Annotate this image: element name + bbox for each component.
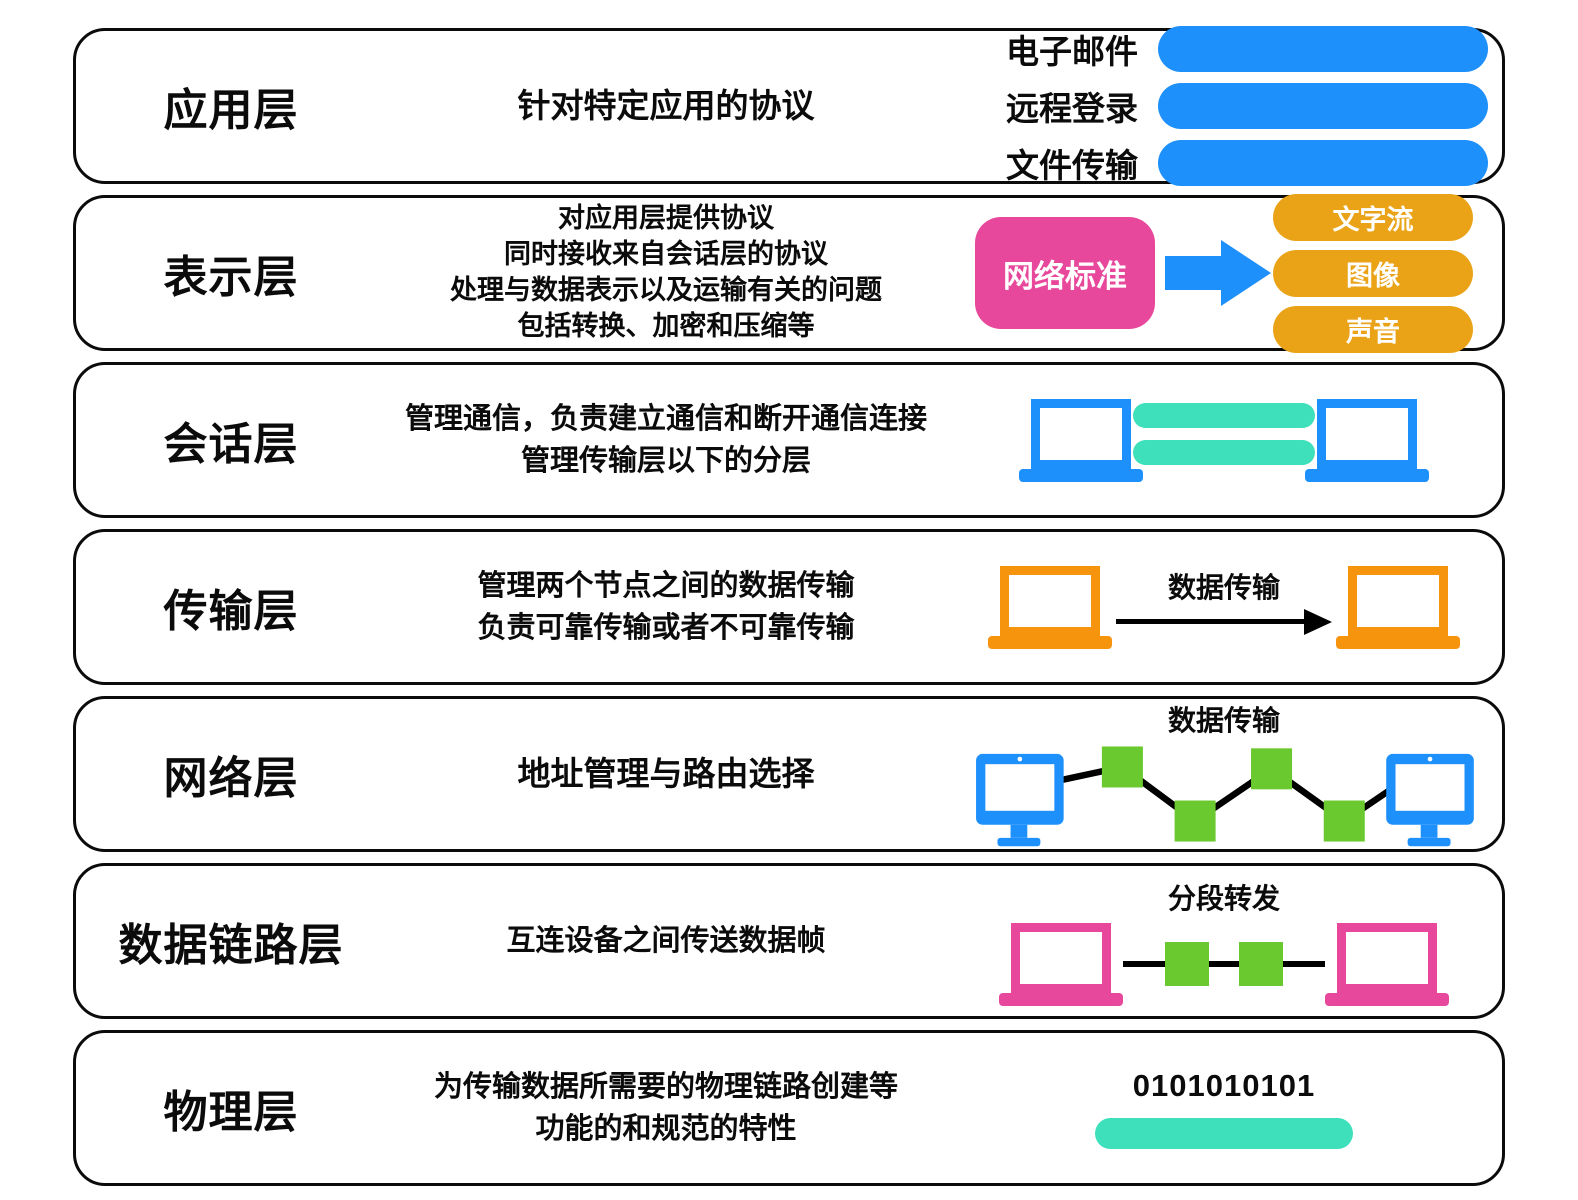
layer-desc-network: 地址管理与路由选择	[517, 755, 815, 793]
desc-line: 负责可靠传输或者不可靠传输	[477, 612, 855, 644]
network-route-icon	[976, 746, 1474, 847]
desc-line: 包括转换、加密和压缩等	[517, 310, 815, 341]
link-line	[1283, 961, 1325, 967]
transport-graphic: 数据传输	[946, 532, 1502, 682]
protocol-label-remote-login: 远程登录	[1006, 90, 1138, 127]
desc-line: 为传输数据所需要的物理链路创建等	[433, 1070, 898, 1103]
layer-row-application: 应用层 针对特定应用的协议 电子邮件 远程登录 文件传输	[73, 26, 1505, 186]
laptop-icon	[1336, 565, 1460, 649]
layer-name-transport: 传输层	[163, 587, 299, 636]
physical-link-bar-icon	[1095, 1117, 1353, 1149]
datalink-forward-label: 分段转发	[1167, 882, 1280, 914]
laptop-icon	[1325, 922, 1449, 1006]
physical-graphic: 0101010101	[946, 1033, 1502, 1183]
protocol-row-remote-login: 远程登录	[1006, 82, 1488, 130]
desc-line: 处理与数据表示以及运输有关的问题	[450, 275, 882, 305]
target-pill-sound: 声音	[1273, 305, 1473, 353]
frame-square-icon	[1165, 942, 1209, 986]
network-graphic: 数据传输	[946, 699, 1502, 849]
layer-name-physical: 物理层	[163, 1088, 299, 1137]
layer-row-datalink: 数据链路层 互连设备之间传送数据帧 分段转发	[73, 863, 1505, 1019]
desc-line: 管理两个节点之间的数据传输	[477, 569, 855, 602]
target-pill-image: 图像	[1273, 249, 1473, 297]
layer-row-transport: 传输层 管理两个节点之间的数据传输 负责可靠传输或者不可靠传输 数据传输	[73, 529, 1505, 685]
protocol-row-file-transfer: 文件传输	[1006, 139, 1488, 187]
desc-line: 同时接收来自会话层的协议	[504, 239, 828, 270]
packet-square-icon	[1323, 800, 1365, 842]
laptop-icon	[999, 922, 1123, 1006]
link-line	[1209, 961, 1239, 967]
layer-name-datalink: 数据链路层	[118, 921, 344, 970]
transport-arrow-label: 数据传输	[1167, 571, 1280, 603]
layer-desc-transport: 管理两个节点之间的数据传输 负责可靠传输或者不可靠传输	[386, 565, 946, 649]
application-graphic: 电子邮件 远程登录 文件传输	[946, 26, 1502, 186]
protocol-row-email: 电子邮件	[1006, 25, 1488, 73]
protocol-bar-icon	[1158, 83, 1488, 129]
packet-square-icon	[1251, 748, 1293, 790]
desc-line: 功能的和规范的特性	[535, 1113, 797, 1145]
datalink-graphic: 分段转发	[946, 866, 1502, 1016]
layer-name-presentation: 表示层	[163, 253, 299, 302]
monitor-icon	[976, 753, 1064, 847]
network-route-label: 数据传输	[1167, 705, 1280, 736]
presentation-graphic: 网络标准 文字流 图像 声音	[946, 193, 1502, 353]
laptop-icon	[988, 565, 1112, 649]
protocol-bar-icon	[1158, 140, 1488, 186]
protocol-label-file-transfer: 文件传输	[1006, 147, 1138, 184]
frame-square-icon	[1239, 942, 1283, 986]
protocol-bar-icon	[1158, 26, 1488, 72]
network-standard-box: 网络标准	[975, 217, 1155, 329]
layer-row-physical: 物理层 为传输数据所需要的物理链路创建等 功能的和规范的特性 010101010…	[73, 1030, 1505, 1186]
layer-row-presentation: 表示层 对应用层提供协议 同时接收来自会话层的协议 处理与数据表示以及运输有关的…	[73, 193, 1505, 353]
session-graphic	[946, 365, 1502, 515]
link-line	[1123, 961, 1165, 967]
layer-name-session: 会话层	[163, 420, 299, 469]
layer-desc-session: 管理通信，负责建立通信和断开通信连接 管理传输层以下的分层	[386, 398, 946, 482]
layer-row-network: 网络层 地址管理与路由选择 数据传输	[73, 696, 1505, 852]
laptop-icon	[1305, 398, 1429, 482]
layer-desc-presentation: 对应用层提供协议 同时接收来自会话层的协议 处理与数据表示以及运输有关的问题 包…	[386, 201, 946, 345]
desc-line: 管理通信，负责建立通信和断开通信连接	[404, 402, 927, 435]
layer-desc-physical: 为传输数据所需要的物理链路创建等 功能的和规范的特性	[386, 1066, 946, 1150]
packet-square-icon	[1174, 800, 1216, 842]
desc-line: 管理传输层以下的分层	[520, 445, 811, 477]
session-connection-bars-icon	[1133, 403, 1315, 465]
target-pill-text-stream: 文字流	[1273, 193, 1473, 241]
layer-desc-datalink: 互连设备之间传送数据帧	[506, 924, 826, 957]
layer-name-network: 网络层	[163, 754, 299, 803]
protocol-label-email: 电子邮件	[1006, 33, 1138, 70]
data-transfer-arrow-icon	[1116, 608, 1332, 635]
layer-row-session: 会话层 管理通信，负责建立通信和断开通信连接 管理传输层以下的分层	[73, 362, 1505, 518]
packet-square-icon	[1101, 746, 1143, 788]
bitstream-label: 0101010101	[1132, 1067, 1316, 1103]
right-arrow-icon	[1165, 240, 1271, 306]
desc-line: 对应用层提供协议	[558, 203, 774, 234]
layer-desc-application: 针对特定应用的协议	[517, 87, 815, 125]
laptop-icon	[1019, 398, 1143, 482]
layer-name-application: 应用层	[163, 86, 299, 135]
monitor-icon	[1386, 753, 1474, 847]
